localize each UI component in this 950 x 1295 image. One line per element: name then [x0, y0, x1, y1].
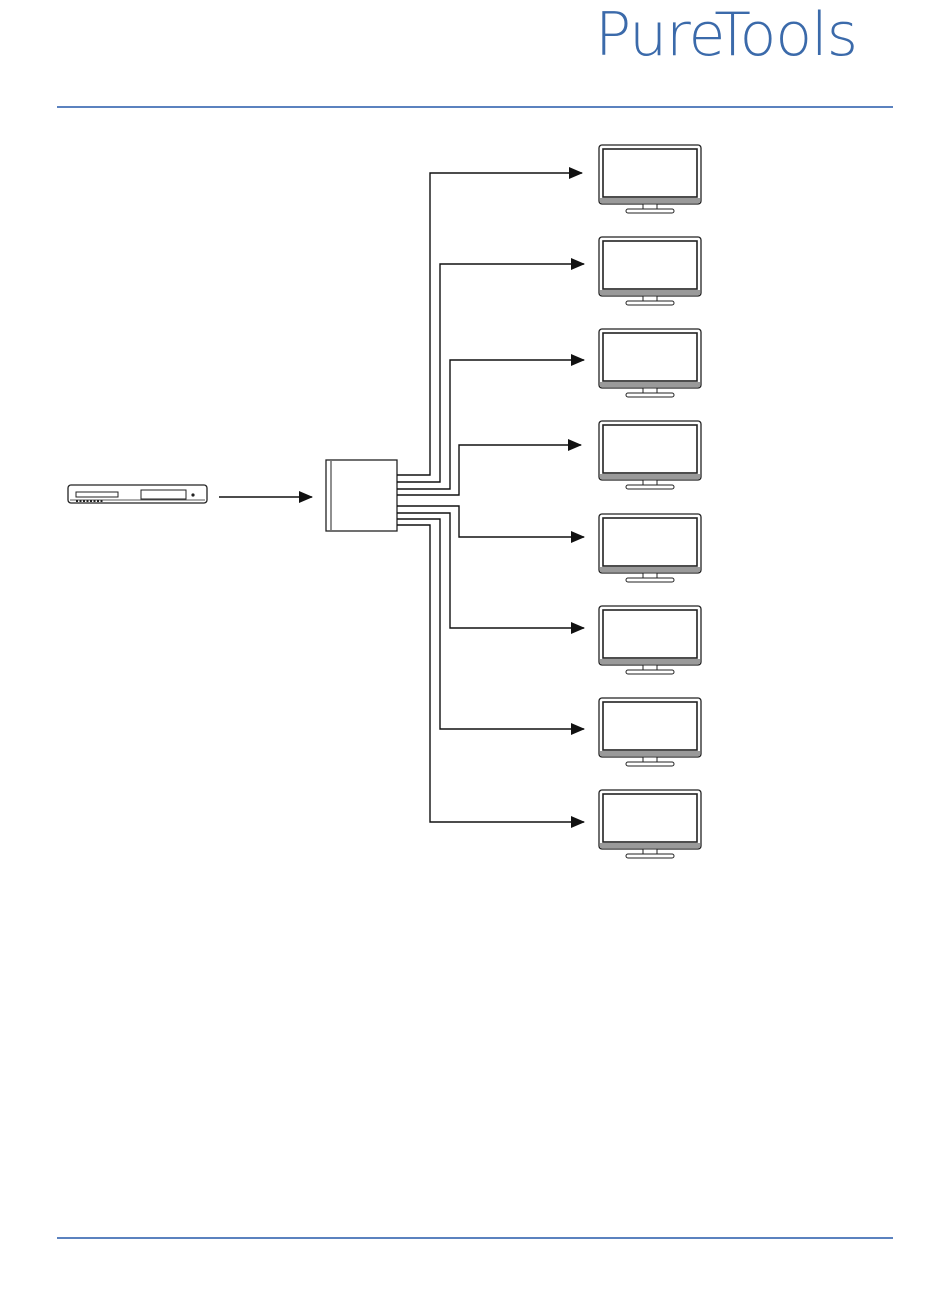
display-8-monitor-icon — [599, 790, 701, 858]
output-line-1 — [397, 173, 582, 475]
output-line-5 — [397, 506, 584, 537]
display-2-monitor-icon — [599, 237, 701, 305]
display-1-monitor-icon — [599, 145, 701, 213]
dvd-player-icon — [68, 485, 207, 503]
output-line-7 — [397, 519, 584, 729]
output-line-3 — [397, 360, 584, 489]
output-line-6 — [397, 513, 584, 628]
output-lines — [397, 173, 584, 822]
output-line-8 — [397, 525, 584, 822]
display-7-monitor-icon — [599, 698, 701, 766]
display-6-monitor-icon — [599, 606, 701, 674]
display-5-monitor-icon — [599, 514, 701, 582]
display-4-monitor-icon — [599, 421, 701, 489]
output-line-2 — [397, 264, 584, 482]
splitter-box — [326, 460, 397, 531]
output-line-4 — [397, 445, 581, 495]
display-3-monitor-icon — [599, 329, 701, 397]
